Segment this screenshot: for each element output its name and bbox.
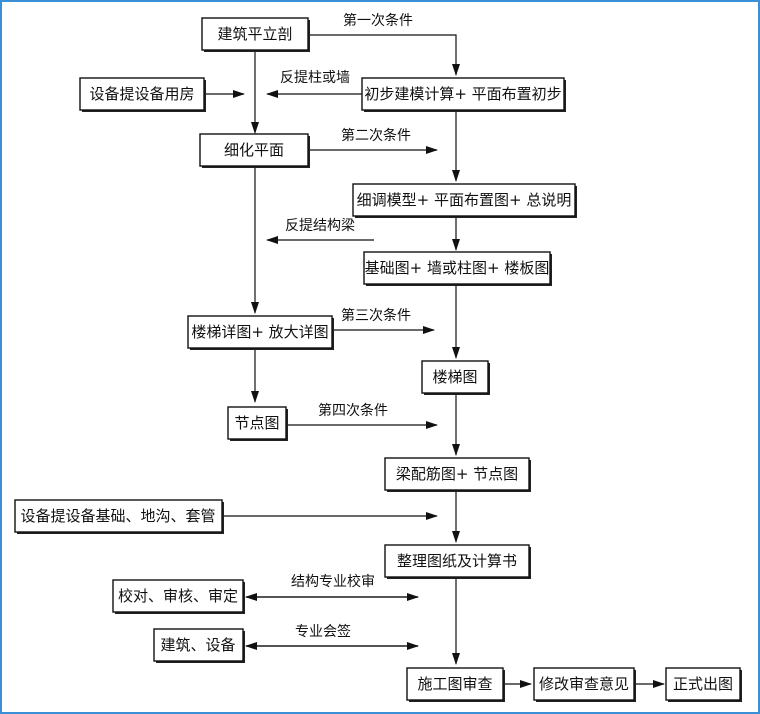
box-final-drawings: 正式出图	[665, 667, 742, 702]
box-stair-detail: 楼梯详图+ 放大详图	[187, 315, 334, 350]
svg-text:基础图+ 墙或柱图+ 楼板图: 基础图+ 墙或柱图+ 楼板图	[365, 259, 550, 277]
box-check-review: 校对、审核、审定	[112, 579, 245, 614]
label-structure-review: 结构专业校审	[291, 573, 375, 590]
arrow-first-condition	[308, 34, 460, 76]
label-joint-signoff: 专业会签	[295, 623, 351, 640]
svg-text:施工图审查: 施工图审查	[417, 675, 492, 693]
label-third-condition: 第三次条件	[341, 307, 411, 324]
box-revise-comments: 修改审查意见	[533, 667, 636, 702]
svg-text:正式出图: 正式出图	[673, 675, 733, 693]
box-organize-drawings: 整理图纸及计算书	[384, 544, 531, 579]
svg-text:校对、审核、审定: 校对、审核、审定	[118, 587, 238, 605]
label-reverse-beam: 反提结构梁	[285, 218, 355, 234]
box-node-drawing: 节点图	[227, 406, 288, 441]
connector-labels: 第一次条件 反提柱或墙 第二次条件 反提结构梁 第三次条件 第四次条件 结构专业…	[280, 12, 413, 640]
label-first-condition: 第一次条件	[343, 12, 413, 29]
svg-text:建筑、设备: 建筑、设备	[160, 636, 235, 654]
svg-text:节点图: 节点图	[234, 414, 279, 432]
box-stair-drawing: 楼梯图	[421, 360, 490, 395]
label-fourth-condition: 第四次条件	[318, 402, 388, 419]
svg-text:细化平面: 细化平面	[224, 141, 284, 159]
svg-text:整理图纸及计算书: 整理图纸及计算书	[397, 552, 517, 570]
label-second-condition: 第二次条件	[341, 127, 411, 144]
box-construction-review: 施工图审查	[406, 667, 505, 702]
svg-text:楼梯详图+ 放大详图: 楼梯详图+ 放大详图	[191, 323, 328, 341]
box-equipment-rooms: 设备提设备用房	[79, 77, 206, 112]
svg-text:梁配筋图+ 节点图: 梁配筋图+ 节点图	[396, 465, 518, 483]
label-reverse-column-wall: 反提柱或墙	[280, 70, 350, 86]
svg-text:设备提设备用房: 设备提设备用房	[89, 85, 194, 103]
box-beam-drawings: 梁配筋图+ 节点图	[384, 457, 531, 492]
svg-text:设备提设备基础、地沟、套管: 设备提设备基础、地沟、套管	[20, 507, 215, 525]
box-architecture-plan: 建筑平立剖	[201, 17, 310, 52]
svg-text:修改审查意见: 修改审查意见	[539, 675, 629, 693]
box-foundation-drawings: 基础图+ 墙或柱图+ 楼板图	[363, 251, 552, 286]
box-refined-plan: 细化平面	[199, 133, 310, 168]
svg-text:建筑平立剖: 建筑平立剖	[217, 25, 292, 43]
box-preliminary-model: 初步建模计算+ 平面布置初步	[361, 77, 566, 112]
connectors	[204, 34, 665, 688]
box-refined-model: 细调模型+ 平面布置图+ 总说明	[352, 183, 577, 218]
svg-text:楼梯图: 楼梯图	[432, 368, 477, 386]
flow-boxes: 建筑平立剖 设备提设备用房 初步建模计算+ 平面布置初步 细化平面 细调模型+ …	[14, 17, 742, 702]
box-arch-equipment: 建筑、设备	[153, 628, 245, 663]
svg-text:细调模型+ 平面布置图+ 总说明: 细调模型+ 平面布置图+ 总说明	[357, 191, 572, 209]
svg-text:初步建模计算+ 平面布置初步: 初步建模计算+ 平面布置初步	[364, 85, 561, 103]
box-equipment-foundation: 设备提设备基础、地沟、套管	[14, 499, 224, 534]
